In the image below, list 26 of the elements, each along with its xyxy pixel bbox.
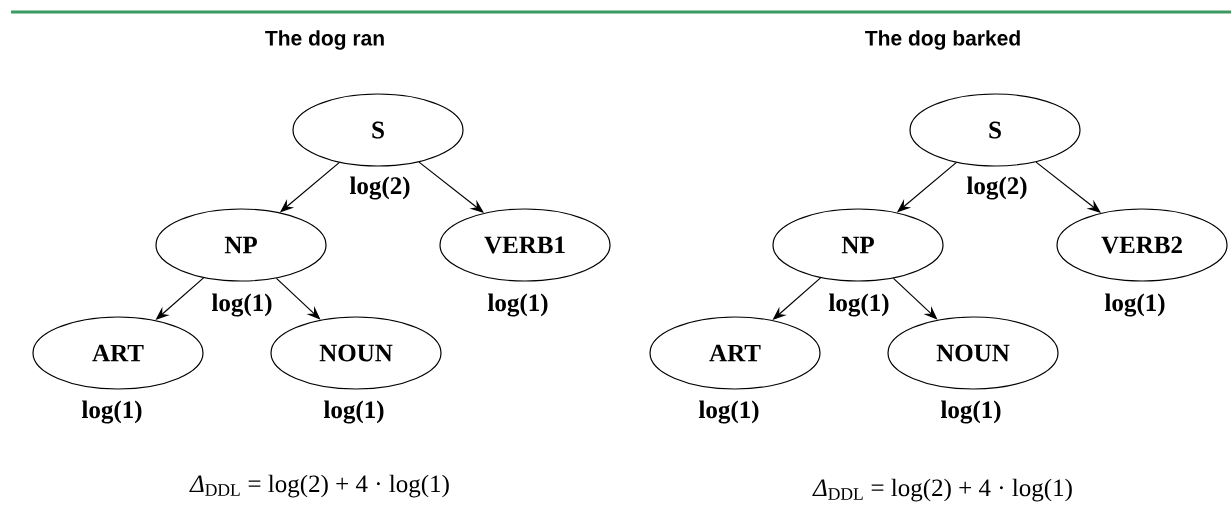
tree-node: NOUN [270,316,442,390]
panel-title: The dog barked [865,30,1020,50]
tree-node: NP [772,208,944,282]
tree-node: S [909,93,1081,167]
weight-label: log(1) [487,293,548,317]
weight-label: log(1) [940,400,1001,424]
weight-label: log(1) [698,400,759,424]
arrow [1035,161,1101,213]
tree-node: NP [155,208,327,282]
weight-label: log(2) [349,176,410,200]
panel-title: The dog ran [265,30,384,50]
arrow [418,161,484,213]
formula: Δ$_{DDL}$ = log(2) + 4 · log(1) [812,478,1072,502]
tree-node: ART [649,316,821,390]
tree-node: VERB1 [439,208,611,282]
formula: Δ$_{DDL}$ = log(2) + 4 · log(1) [189,474,449,498]
tree-node: S [292,93,464,167]
tree-node: NOUN [887,316,1059,390]
weight-label: log(1) [81,400,142,424]
weight-label: log(1) [1104,293,1165,317]
weight-label: log(1) [828,293,889,317]
weight-label: log(2) [966,176,1027,200]
weight-label: log(1) [323,400,384,424]
tree-node: ART [32,316,204,390]
tree-node: VERB2 [1056,208,1228,282]
weight-label: log(1) [211,293,272,317]
